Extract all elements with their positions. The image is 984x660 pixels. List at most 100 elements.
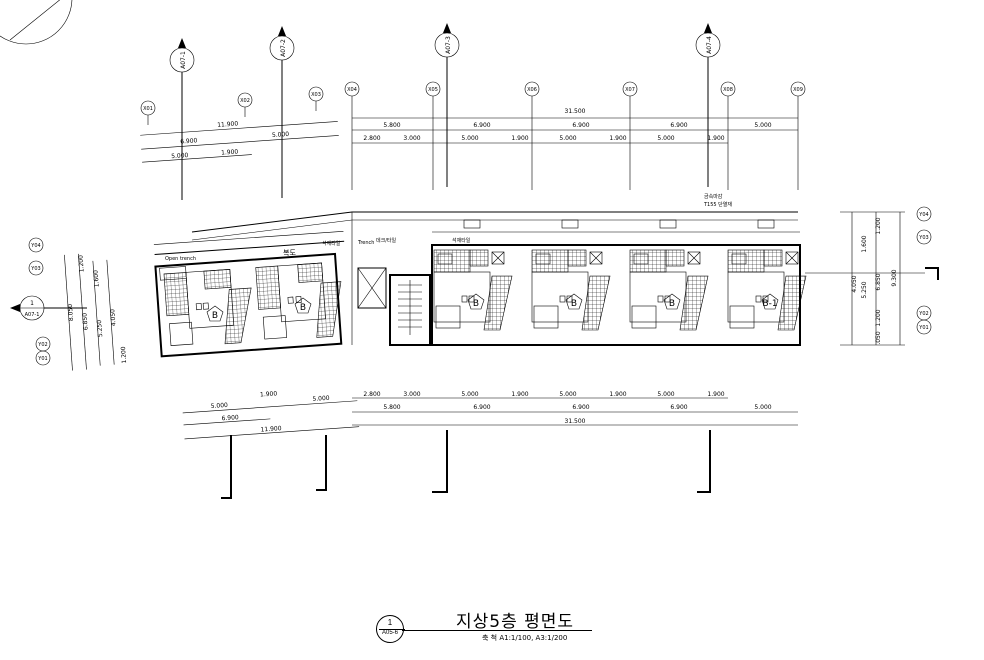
svg-text:1.200: 1.200 — [77, 255, 85, 273]
svg-text:X07: X07 — [625, 87, 635, 93]
svg-text:11.900: 11.900 — [217, 120, 239, 128]
svg-text:6.850: 6.850 — [875, 273, 882, 290]
svg-text:X02: X02 — [240, 98, 250, 104]
section-marker-3: A07-3 — [434, 23, 460, 187]
svg-text:1.900: 1.900 — [511, 391, 528, 398]
main-unit: B — [433, 219, 513, 331]
section-marker-4: A07-4 — [695, 23, 721, 187]
svg-text:1.200: 1.200 — [120, 346, 128, 364]
sheet-number: 1 — [387, 618, 393, 627]
grid-bubble-x02: X02 — [237, 92, 253, 117]
sheet-ref: A05-6 — [381, 630, 398, 636]
svg-text:6.900: 6.900 — [180, 137, 198, 145]
svg-text:3.000: 3.000 — [403, 135, 420, 142]
grid-bubble-x04: X04 — [344, 81, 360, 190]
svg-text:2.800: 2.800 — [363, 391, 380, 398]
svg-text:5.000: 5.000 — [312, 395, 330, 403]
svg-text:6.900: 6.900 — [473, 404, 490, 411]
svg-text:5.000: 5.000 — [559, 135, 576, 142]
unit-type-badge: B — [467, 293, 485, 310]
svg-text:B: B — [212, 311, 218, 321]
grid-bubble-y03-left: Y03 — [28, 260, 44, 276]
svg-text:31.500: 31.500 — [565, 108, 586, 115]
svg-text:Y04: Y04 — [918, 212, 928, 218]
svg-text:4.050: 4.050 — [851, 275, 858, 292]
svg-text:B: B — [473, 299, 479, 309]
unit-type-badge-2: B — [294, 297, 312, 314]
svg-text:9.300: 9.300 — [891, 269, 898, 286]
unit-type-badge: B — [663, 293, 681, 310]
svg-text:1: 1 — [30, 300, 34, 307]
section-cut-lines — [221, 267, 939, 499]
svg-text:2.800: 2.800 — [363, 135, 380, 142]
svg-text:1.900: 1.900 — [609, 391, 626, 398]
svg-text:B-1: B-1 — [762, 299, 777, 309]
svg-text:6.900: 6.900 — [670, 122, 687, 129]
main-units: B B B B-1 — [433, 219, 807, 331]
svg-text:X05: X05 — [428, 87, 438, 93]
section-marker-1-label: A07-1 — [180, 51, 187, 69]
svg-text:X04: X04 — [347, 87, 357, 93]
section-marker-3-label: A07-3 — [445, 36, 452, 54]
svg-text:Y03: Y03 — [30, 266, 40, 272]
svg-text:Y01: Y01 — [37, 356, 47, 362]
svg-text:1.900: 1.900 — [609, 135, 626, 142]
svg-text:X03: X03 — [311, 92, 321, 98]
svg-text:6.900: 6.900 — [670, 404, 687, 411]
svg-text:A07-1: A07-1 — [25, 312, 40, 318]
svg-text:B: B — [669, 299, 675, 309]
svg-text:X06: X06 — [527, 87, 537, 93]
svg-text:Y04: Y04 — [30, 243, 40, 249]
svg-text:X01: X01 — [143, 106, 153, 112]
grid-bubble-x03: X03 — [308, 86, 324, 111]
connector-corridor — [191, 211, 798, 345]
svg-text:Y02: Y02 — [918, 311, 928, 317]
drawing-title-block: 1 A05-6 지상5층 평면도 축 척 A1:1/100, A3:1/200 — [374, 605, 594, 653]
svg-text:5.000: 5.000 — [657, 391, 674, 398]
svg-text:Y03: Y03 — [918, 235, 928, 241]
unit-type-badge-1: B — [206, 305, 224, 322]
svg-text:5.000: 5.000 — [461, 135, 478, 142]
svg-text:5.250: 5.250 — [96, 320, 104, 338]
svg-text:4.050: 4.050 — [109, 309, 117, 327]
svg-text:6.850: 6.850 — [81, 313, 89, 331]
svg-text:5.000: 5.000 — [754, 122, 771, 129]
svg-text:5.000: 5.000 — [754, 404, 771, 411]
svg-text:31.500: 31.500 — [565, 418, 586, 425]
roof-note-2: T155 단열재 — [703, 201, 732, 208]
drawing-scale: 축 척 A1:1/100, A3:1/200 — [482, 634, 568, 642]
grid-bubble-y01-left: Y01 — [35, 350, 51, 366]
svg-text:B: B — [300, 303, 306, 313]
svg-text:5.000: 5.000 — [210, 402, 228, 410]
svg-text:8.050: 8.050 — [67, 304, 75, 322]
grid-bubble-y02-left: Y02 — [35, 336, 51, 352]
svg-text:5.800: 5.800 — [383, 404, 400, 411]
grid-bubble-y02-right: Y02 — [916, 305, 932, 321]
svg-text:11.900: 11.900 — [260, 425, 282, 433]
main-unit: B — [531, 219, 611, 331]
tile-note-1: 데크/타일 — [376, 237, 396, 244]
svg-text:1.600: 1.600 — [93, 270, 101, 288]
svg-text:Y02: Y02 — [37, 342, 47, 348]
corridor-label: 복도 — [283, 249, 296, 257]
grid-bubble-x09: X09 — [790, 81, 806, 190]
svg-text:6.900: 6.900 — [221, 414, 239, 422]
svg-text:6.900: 6.900 — [473, 122, 490, 129]
svg-text:1.200: 1.200 — [875, 217, 882, 234]
section-marker-4-label: A07-4 — [706, 36, 713, 54]
svg-text:1.900: 1.900 — [221, 148, 239, 156]
svg-text:1.900: 1.900 — [511, 135, 528, 142]
main-dims-right: 1.200 1.600 4.050 5.250 6.850 9.300 1.20… — [840, 211, 905, 346]
roof-note-1: 금속마감 — [704, 193, 723, 200]
unit-type-badge: B — [565, 293, 583, 310]
svg-text:5.800: 5.800 — [383, 122, 400, 129]
svg-text:5.000: 5.000 — [559, 391, 576, 398]
svg-text:X09: X09 — [793, 87, 803, 93]
grid-bubble-y04-right: Y04 — [916, 206, 932, 222]
north-arrow-icon — [0, 0, 73, 45]
grid-bubble-x05: X05 — [425, 81, 441, 190]
svg-text:5.000: 5.000 — [657, 135, 674, 142]
main-dims-bottom: 2.800 3.000 5.000 1.900 5.000 1.900 5.00… — [352, 391, 798, 426]
sheet-reference-bubble: 1 A05-6 — [376, 615, 405, 643]
grid-bubble-y04-left: Y04 — [28, 237, 44, 253]
